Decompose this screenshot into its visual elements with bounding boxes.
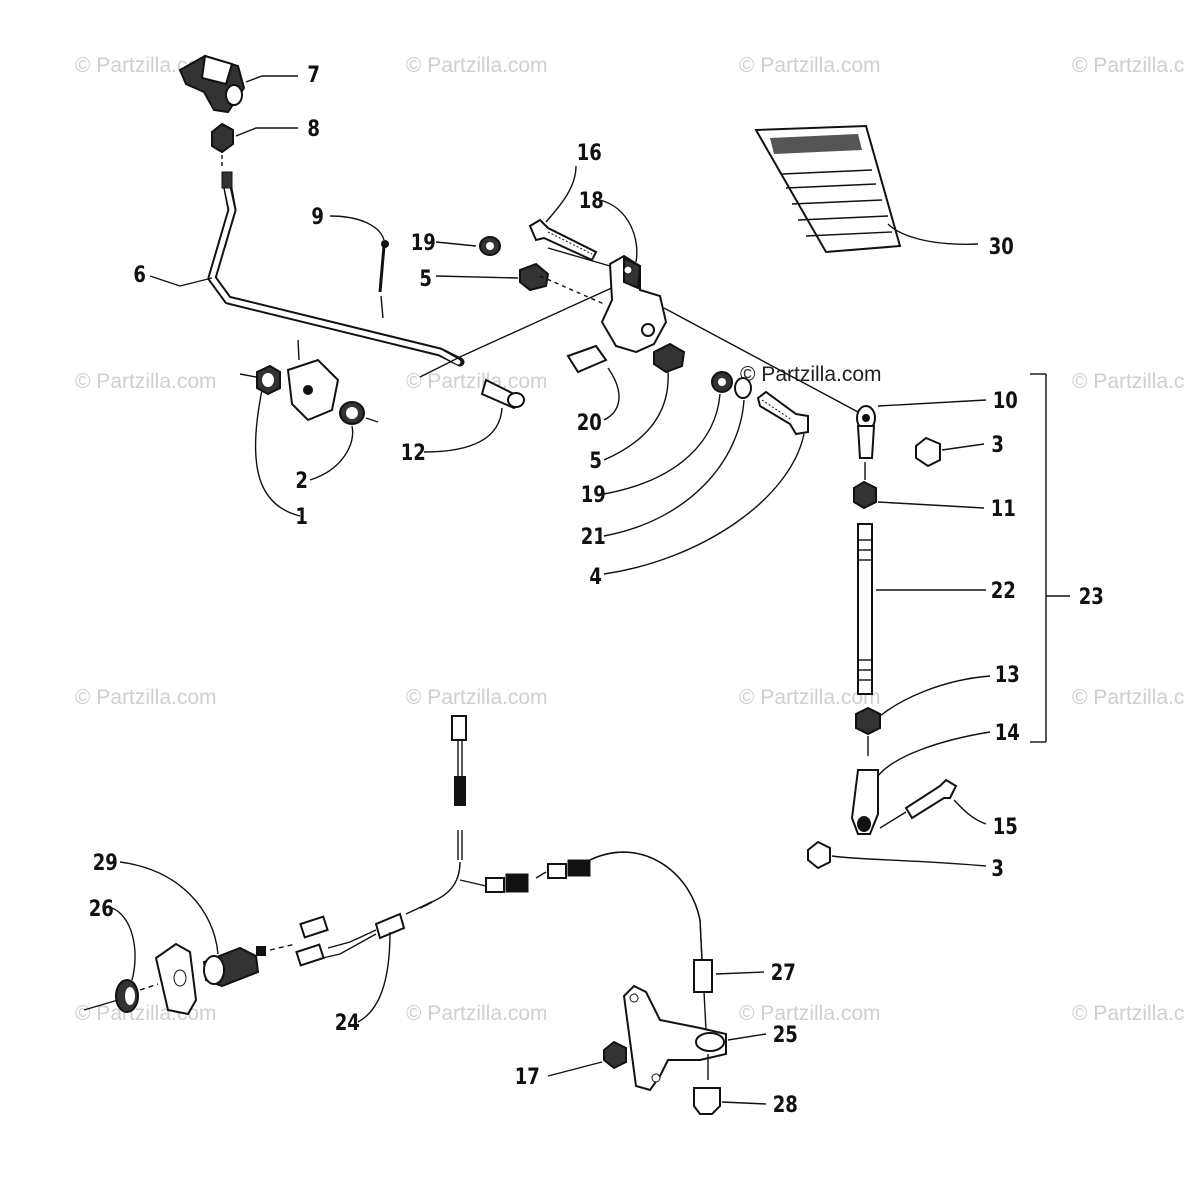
part-23-assembly-bracket <box>1030 373 1070 743</box>
part-3-nut-upper <box>915 436 941 468</box>
part-24-wiring-harness <box>295 715 713 993</box>
watermark: © Partzilla.com <box>1072 54 1184 77</box>
callout-14: 14 <box>995 719 1020 745</box>
part-22-threaded-rod <box>857 523 873 695</box>
callout-6: 6 <box>133 261 146 287</box>
part-6-shift-lever <box>179 171 465 367</box>
callout-22: 22 <box>991 577 1016 603</box>
watermark: © Partzilla.com <box>75 370 217 393</box>
watermark: © Partzilla.com <box>75 686 217 709</box>
part-20-pin <box>566 344 608 374</box>
drawing-layer <box>83 54 1070 1115</box>
part-26-ring <box>83 942 297 1016</box>
part-25-bracket <box>622 984 727 1092</box>
part-19-washer-upper <box>479 236 501 256</box>
part-28-fitting <box>693 1087 721 1115</box>
callout-2: 2 <box>295 467 308 493</box>
callout-7: 7 <box>307 61 320 87</box>
callout-8: 8 <box>307 115 320 141</box>
callout-11: 11 <box>991 495 1016 521</box>
callout-10: 10 <box>993 387 1018 413</box>
part-9-pin <box>378 240 389 319</box>
callout-4: 4 <box>589 563 602 589</box>
callout-17: 17 <box>515 1063 540 1089</box>
callout-25: 25 <box>773 1021 798 1047</box>
watermark: © Partzilla.com <box>1072 686 1184 709</box>
part-12-pin <box>480 378 525 410</box>
callout-30: 30 <box>989 233 1014 259</box>
watermark-layer: © Partzilla.com © Partzilla.com © Partzi… <box>75 54 1184 1025</box>
callout-16: 16 <box>577 139 602 165</box>
partzilla-credit: © Partzilla.com <box>740 363 882 386</box>
part-21-lockwasher <box>734 377 752 399</box>
callout-19-upper: 19 <box>411 229 436 255</box>
callout-9: 9 <box>311 203 324 229</box>
callout-21: 21 <box>581 523 606 549</box>
part-10-rod-end <box>856 405 876 459</box>
part-4-bolt <box>756 390 809 436</box>
callout-20: 20 <box>577 409 602 435</box>
watermark: © Partzilla.com <box>739 54 881 77</box>
part-29-switch <box>202 946 266 988</box>
callout-13: 13 <box>995 661 1020 687</box>
watermark: © Partzilla.com <box>1072 1002 1184 1025</box>
part-7-knob <box>178 54 246 114</box>
part-15-bolt <box>879 778 958 829</box>
watermark: © Partzilla.com <box>75 1002 217 1025</box>
callout-labels: 7 8 9 19 5 6 16 18 12 2 1 20 5 19 21 4 1… <box>89 61 1104 1117</box>
part-19-washer-lower <box>711 371 733 393</box>
part-1-2-pivot-group <box>239 339 379 425</box>
part-11-nut <box>853 462 877 510</box>
callout-28: 28 <box>773 1091 798 1117</box>
callout-3-lower: 3 <box>991 855 1004 881</box>
leader-lines <box>111 75 991 1105</box>
callout-1: 1 <box>295 503 308 529</box>
callout-27: 27 <box>771 959 796 985</box>
watermark: © Partzilla.com <box>406 370 548 393</box>
callout-23: 23 <box>1079 583 1104 609</box>
watermark: © Partzilla.com <box>406 1002 548 1025</box>
part-8-nut <box>211 122 234 168</box>
part-13-nut <box>855 706 881 756</box>
part-30-decal <box>754 124 902 254</box>
callout-5-lower: 5 <box>589 447 602 473</box>
part-18-bracket <box>539 247 668 354</box>
watermark: © Partzilla.com <box>1072 370 1184 393</box>
watermark: © Partzilla.com <box>739 1002 881 1025</box>
callout-24: 24 <box>335 1009 360 1035</box>
watermark: © Partzilla.com <box>406 686 548 709</box>
callout-18: 18 <box>579 187 604 213</box>
part-16-bolt <box>528 218 598 262</box>
watermark: © Partzilla.com <box>739 686 881 709</box>
watermark: © Partzilla.com <box>406 54 548 77</box>
part-5-bushing-upper <box>519 262 550 292</box>
part-14-rod-end <box>850 769 879 835</box>
callout-15: 15 <box>993 813 1018 839</box>
part-5-bushing-lower <box>653 342 686 374</box>
callout-5-upper: 5 <box>419 265 432 291</box>
callout-19-lower: 19 <box>581 481 606 507</box>
callout-29: 29 <box>93 849 118 875</box>
callout-3-upper: 3 <box>991 431 1004 457</box>
part-17-nut <box>603 1040 627 1070</box>
part-3-nut-lower <box>807 840 831 870</box>
callout-26: 26 <box>89 895 114 921</box>
callout-12: 12 <box>401 439 426 465</box>
